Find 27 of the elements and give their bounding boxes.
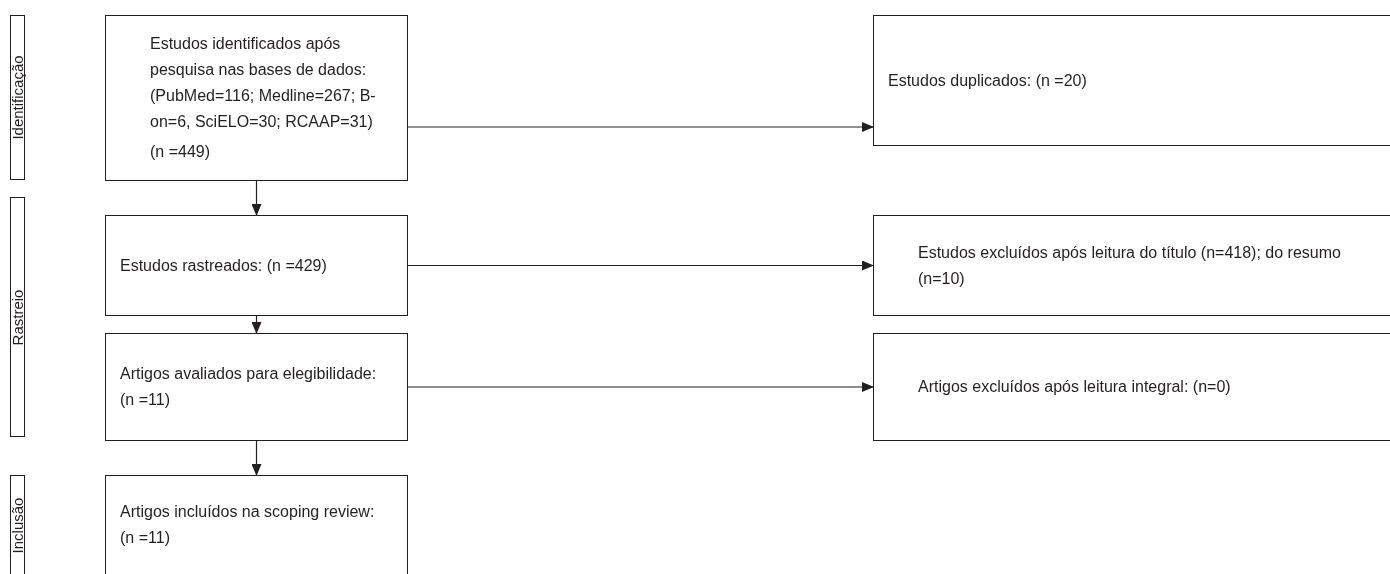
arrow [407,122,874,132]
process-box [105,333,408,441]
phase-label: Inclusão [9,497,26,553]
box-text: Artigos excluídos após leitura integral: (n=0) [918,377,1232,397]
process-box [873,333,1390,441]
process-box [105,475,408,574]
box-text: Estudos excluídos após leitura do título (n=418); do resumo (n=10) [918,242,1342,289]
count-text: (n =449) [150,142,212,162]
arrow [407,260,874,271]
arrow [251,440,262,476]
arrow [407,382,874,392]
phase-label: Identificação [9,55,26,140]
arrow [251,315,262,334]
process-box [873,15,1390,146]
process-box [105,15,408,181]
box-text: Estudos identificados após pesquisa nas bases de dados: (PubMed=116; Medline=267; B-on=6, SciELO=30; RCAAP=31) [150,34,377,132]
box-text: Artigos avaliados para elegibilidade: (n =11) [120,364,378,410]
phase-label-box [10,197,25,437]
process-box [873,215,1390,316]
phase-label-box [10,15,25,180]
phase-label-box [10,475,25,574]
box-text: Estudos duplicados: (n =20) [888,70,1088,91]
box-text: Estudos rastreados: (n =429) [120,255,328,276]
process-box [105,215,408,316]
phase-label: Rastreio [9,289,26,345]
box-text: Artigos incluídos na scoping review: (n =11) [120,502,376,548]
arrow [251,180,262,216]
